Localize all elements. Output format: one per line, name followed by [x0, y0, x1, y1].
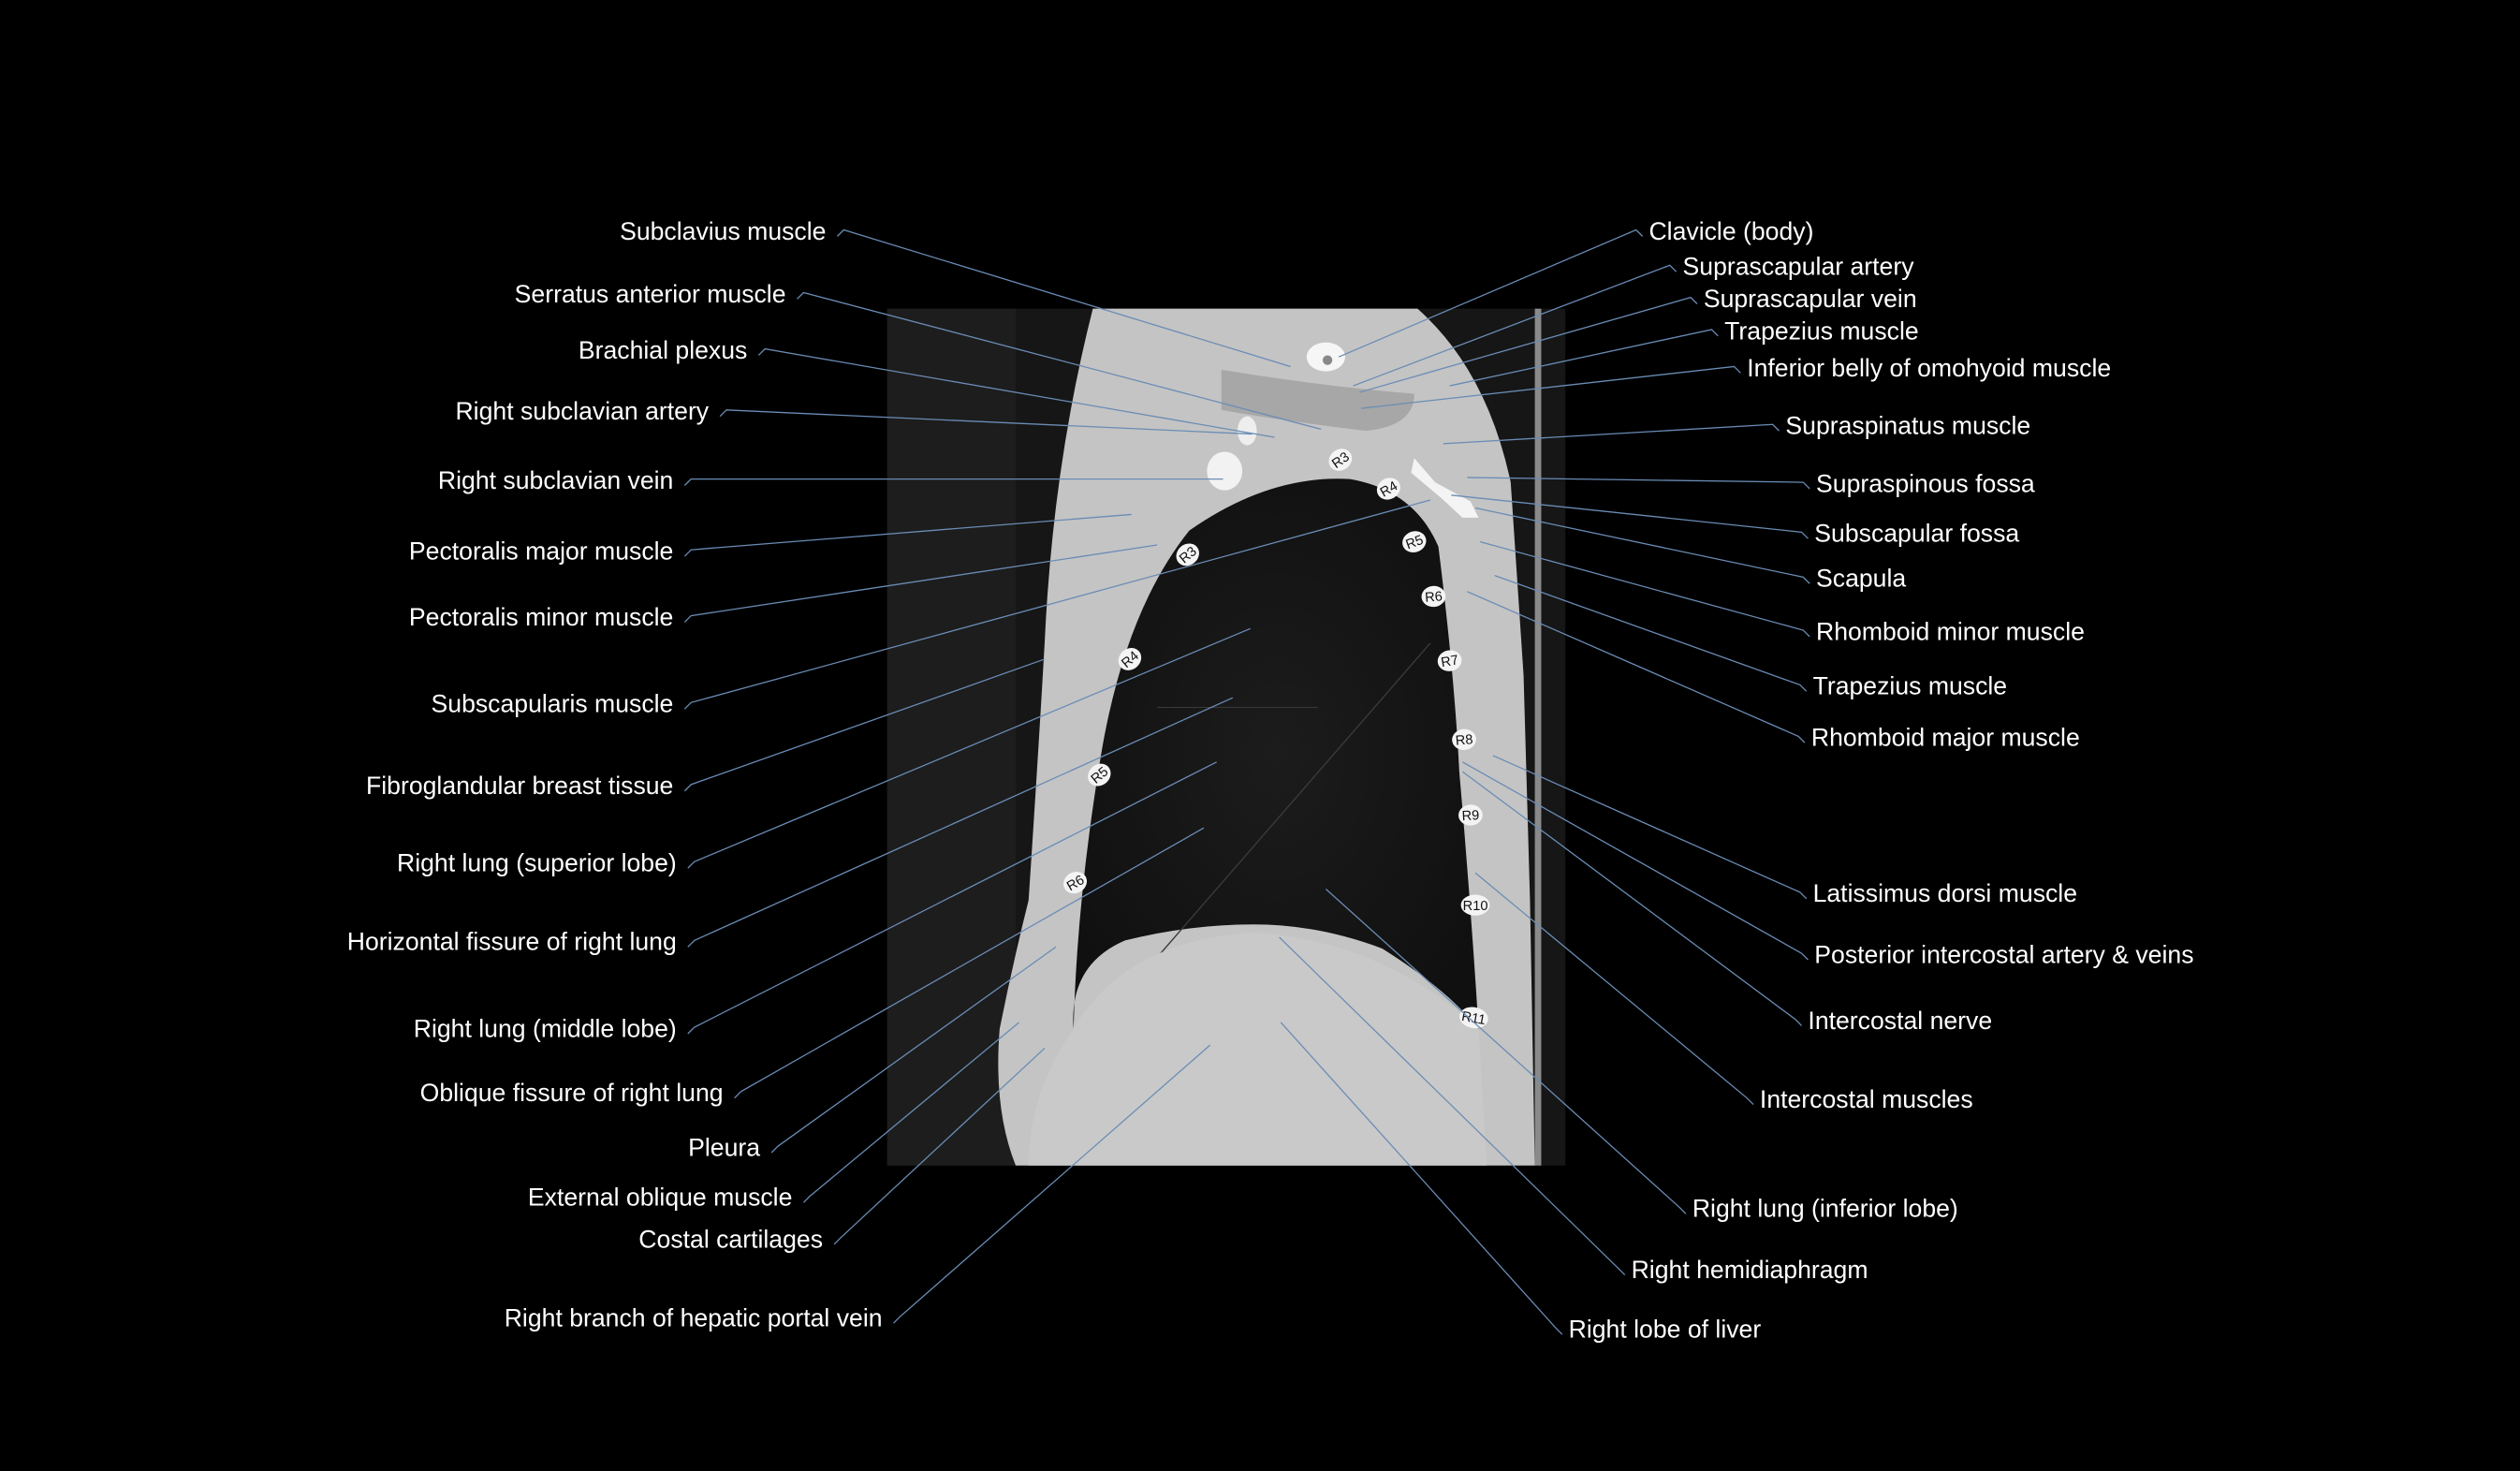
label-latissimus-dorsi-muscle: Latissimus dorsi muscle: [1813, 879, 2077, 907]
leader-line-subscapular-fossa: [1451, 494, 1809, 539]
rib-marker-anterior-r6: R6: [1063, 871, 1087, 894]
label-trapezius-muscle: Trapezius muscle: [1813, 672, 2008, 700]
right-lung: [1073, 478, 1479, 1029]
leader-line-rhomboid-minor-muscle: [1480, 540, 1810, 638]
rib-label: R4: [1378, 478, 1400, 500]
label-right-subclavian-vein: Right subclavian vein: [438, 466, 673, 494]
label-right-subclavian-artery: Right subclavian artery: [455, 397, 709, 425]
label-pectoralis-minor-muscle: Pectoralis minor muscle: [409, 603, 673, 631]
leader-line-fibroglandular-breast-tissue: [683, 658, 1046, 792]
leader-line-horizontal-fissure-of-right-lung: [687, 697, 1234, 948]
leader-line-posterior-intercostal-artery-veins: [1462, 761, 1809, 961]
leader-line-brachial-plexus: [757, 347, 1275, 438]
label-clavicle-body: Clavicle (body): [1648, 217, 1813, 245]
leader-line-subscapularis-muscle: [683, 499, 1431, 710]
leader-line-inferior-belly-of-omohyoid-muscle: [1361, 365, 1741, 409]
leader-line-right-subclavian-vein: [683, 478, 1223, 486]
leader-line-clavicle-body: [1338, 228, 1644, 358]
rib-marker-posterior-r8: R8: [1452, 728, 1476, 750]
leader-line-suprascapular-artery: [1353, 264, 1678, 387]
label-posterior-intercostal-artery-veins: Posterior intercostal artery & veins: [1814, 940, 2193, 968]
label-trapezius-muscle: Trapezius muscle: [1724, 316, 1919, 345]
rib-label: R9: [1461, 808, 1479, 824]
rib-marker-posterior-r3: R3: [1328, 449, 1353, 472]
rib-label: R5: [1404, 533, 1426, 552]
label-right-lung-middle-lobe: Right lung (middle lobe): [414, 1014, 677, 1042]
label-pectoralis-major-muscle: Pectoralis major muscle: [409, 537, 673, 565]
label-rhomboid-major-muscle: Rhomboid major muscle: [1811, 724, 2080, 752]
label-horizontal-fissure-of-right-lung: Horizontal fissure of right lung: [347, 928, 677, 956]
label-oblique-fissure-of-right-lung: Oblique fissure of right lung: [420, 1079, 724, 1107]
leader-line-serratus-anterior-muscle: [797, 291, 1322, 431]
label-suprascapular-artery: Suprascapular artery: [1683, 253, 1915, 281]
label-suprascapular-vein: Suprascapular vein: [1704, 285, 1917, 313]
label-subscapularis-muscle: Subscapularis muscle: [432, 690, 674, 718]
leader-line-right-lobe-of-liver: [1280, 1022, 1563, 1335]
label-subclavius-muscle: Subclavius muscle: [620, 217, 826, 245]
leader-line-right-lung-inferior-lobe: [1325, 888, 1687, 1214]
rib-marker-posterior-r9: R9: [1458, 804, 1483, 826]
leader-line-trapezius-muscle: [1449, 329, 1719, 387]
label-scapula: Scapula: [1816, 565, 1906, 593]
leader-lines: [683, 228, 1810, 1335]
rib-label: R6: [1425, 589, 1443, 606]
label-supraspinous-fossa: Supraspinous fossa: [1816, 469, 2035, 497]
rib-label: R8: [1455, 732, 1473, 749]
label-pleura: Pleura: [688, 1133, 760, 1161]
label-brachial-plexus: Brachial plexus: [579, 336, 747, 364]
label-fibroglandular-breast-tissue: Fibroglandular breast tissue: [366, 772, 673, 800]
label-right-branch-of-hepatic-portal-vein: Right branch of hepatic portal vein: [505, 1303, 883, 1331]
rib-label: R11: [1460, 1009, 1487, 1028]
leader-line-pleura: [770, 946, 1057, 1154]
rib-marker-posterior-r5: R5: [1402, 531, 1427, 552]
rib-label: R7: [1440, 653, 1459, 670]
rib-marker-posterior-r10: R10: [1460, 894, 1490, 916]
label-rhomboid-minor-muscle: Rhomboid minor muscle: [1816, 617, 2085, 645]
label-right-lobe-of-liver: Right lobe of liver: [1569, 1315, 1762, 1343]
leader-line-right-branch-of-hepatic-portal-vein: [893, 1044, 1211, 1324]
label-right-hemidiaphragm: Right hemidiaphragm: [1632, 1256, 1868, 1284]
leader-line-suprascapular-vein: [1359, 296, 1698, 393]
rib-marker-posterior-r11: R11: [1458, 1007, 1488, 1029]
label-right-lung-inferior-lobe: Right lung (inferior lobe): [1692, 1195, 1958, 1223]
leader-line-subclavius-muscle: [837, 228, 1291, 368]
label-costal-cartilages: Costal cartilages: [638, 1225, 823, 1253]
label-inferior-belly-of-omohyoid-muscle: Inferior belly of omohyoid muscle: [1747, 354, 2111, 382]
rib-marker-anterior-r4: R4: [1118, 648, 1142, 671]
rib-marker-posterior-r7: R7: [1437, 650, 1462, 671]
leader-line-intercostal-muscles: [1474, 872, 1754, 1105]
leader-line-intercostal-nerve: [1461, 771, 1803, 1026]
leader-line-rhomboid-major-muscle: [1467, 591, 1806, 743]
leader-line-right-hemidiaphragm: [1279, 936, 1626, 1275]
leader-line-external-oblique-muscle: [802, 1022, 1019, 1203]
leader-line-pectoralis-major-muscle: [683, 513, 1132, 557]
leader-line-supraspinatus-muscle: [1443, 423, 1780, 445]
leader-line-right-lung-middle-lobe: [687, 761, 1217, 1035]
leader-line-oblique-fissure-of-right-lung: [734, 827, 1205, 1099]
label-intercostal-nerve: Intercostal nerve: [1808, 1007, 1992, 1035]
leader-line-costal-cartilages: [833, 1047, 1046, 1245]
label-supraspinatus-muscle: Supraspinatus muscle: [1785, 412, 2030, 440]
leader-line-pectoralis-minor-muscle: [683, 544, 1158, 623]
rib-marker-posterior-r4: R4: [1376, 478, 1400, 501]
label-subscapular-fossa: Subscapular fossa: [1814, 520, 2019, 548]
ct-image-panel: [886, 308, 1566, 1166]
leader-line-supraspinous-fossa: [1467, 477, 1810, 490]
scapula: [1411, 458, 1479, 518]
rib-marker-anterior-r5: R5: [1088, 763, 1111, 787]
leader-line-latissimus-dorsi-muscle: [1492, 755, 1808, 900]
label-intercostal-muscles: Intercostal muscles: [1760, 1085, 1973, 1113]
leader-line-right-subclavian-artery: [719, 409, 1253, 435]
label-external-oblique-muscle: External oblique muscle: [528, 1184, 793, 1212]
label-serratus-anterior-muscle: Serratus anterior muscle: [515, 280, 786, 308]
rib-marker-posterior-r6: R6: [1421, 585, 1446, 608]
leader-line-trapezius-muscle: [1494, 575, 1808, 692]
label-right-lung-superior-lobe: Right lung (superior lobe): [397, 849, 677, 877]
rib-label: R10: [1463, 899, 1488, 914]
liver: [1028, 932, 1487, 1166]
leader-line-right-lung-superior-lobe: [687, 627, 1251, 869]
leader-line-scapula: [1474, 507, 1810, 584]
